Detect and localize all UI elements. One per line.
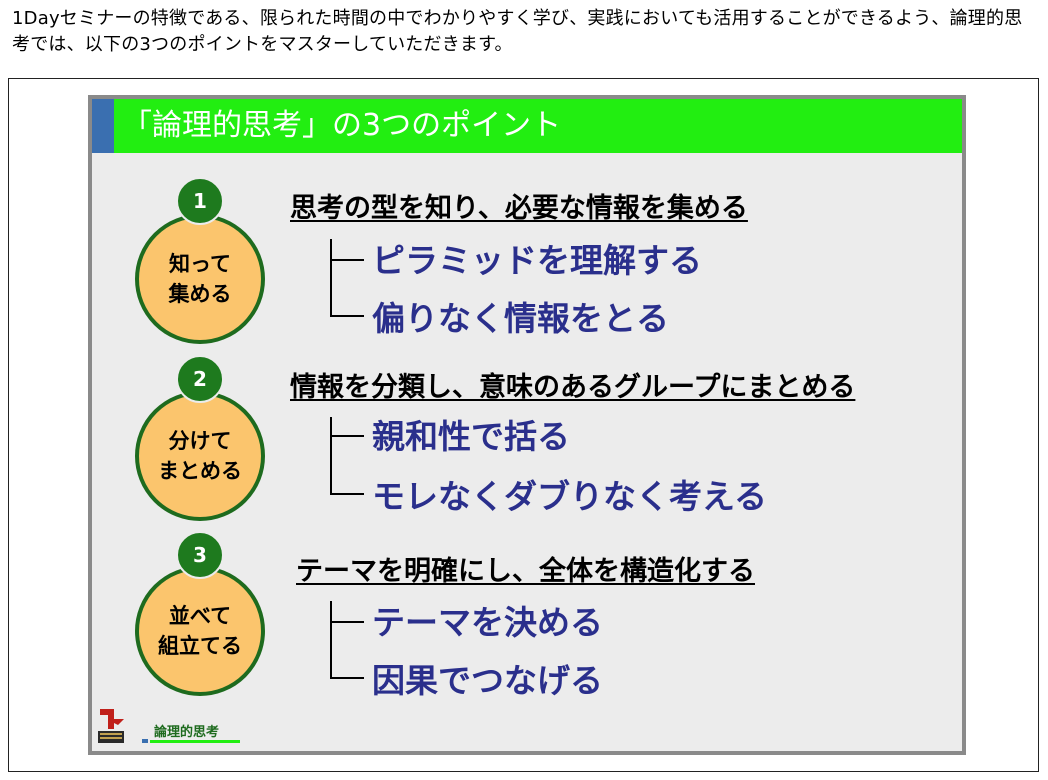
point-3-sub-2: 因果でつなげる [372,661,603,700]
intro-text: 1Dayセミナーの特徴である、限られた時間の中でわかりやすく学び、実践においても… [12,8,1023,55]
point-1-sub-1: ピラミッドを理解する [372,241,702,280]
point-3-tick-2 [330,677,364,679]
point-3-tick-1 [330,621,364,623]
brand-logo-icon [94,705,128,745]
point-3-sub-1: テーマを決める [372,603,603,642]
point-2-sub-1: 親和性で括る [372,417,570,456]
slide-title: 「論理的思考」の3つのポイント [122,108,562,143]
point-2-tick-1 [330,435,364,437]
header-accent-bar [92,99,114,153]
point-1-bracket [330,239,332,315]
point-3-bracket [330,601,332,677]
point-1-sub-2: 偏りなく情報をとる [372,299,669,338]
point-3-circle-label: 並べて 組立てる [158,604,242,658]
footer-underline [150,740,240,743]
point-2-bracket [330,417,332,493]
point-1-heading: 思考の型を知り、必要な情報を集める [290,193,748,224]
content-frame [8,78,1039,772]
point-1-circle-label: 知って 集める [168,252,232,306]
point-2-sub-2: モレなくダブりなく考える [372,477,768,516]
point-1-number-badge: 1 [176,177,224,225]
point-2-circle: 分けて まとめる [135,391,265,521]
point-2-number-badge: 2 [176,355,224,403]
point-3-heading: テーマを明確にし、全体を構造化する [296,556,755,587]
point-3-number-badge: 3 [176,531,224,579]
point-1-tick-1 [330,259,364,261]
point-2-heading: 情報を分類し、意味のあるグループにまとめる [290,372,856,403]
slide: 「論理的思考」の3つのポイント 知って 集める 1 思考の型を知り、必要な情報を… [88,95,966,755]
point-1-tick-2 [330,315,364,317]
point-3-circle: 並べて 組立てる [135,566,265,696]
point-1-circle: 知って 集める [135,214,265,344]
slide-header: 「論理的思考」の3つのポイント [92,99,962,153]
footer-accent-mark [142,739,148,743]
footer-label: 論理的思考 [154,725,220,740]
point-2-circle-label: 分けて まとめる [158,429,242,483]
point-2-tick-2 [330,493,364,495]
